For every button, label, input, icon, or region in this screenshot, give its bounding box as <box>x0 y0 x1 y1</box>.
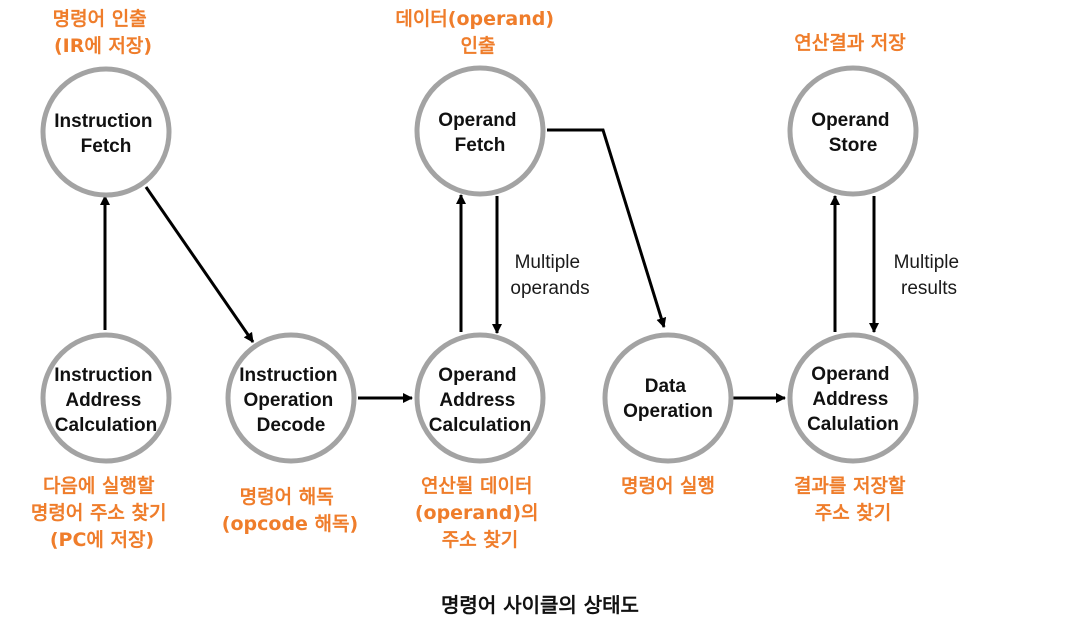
edges <box>100 128 879 403</box>
edge-note-multiple-results: Multiple results <box>894 252 965 299</box>
annotation-instruction-address-calculation: 다음에 실행할 명령어 주소 찾기 (PC에 저장) <box>31 474 173 551</box>
annotation-line: (IR에 저장) <box>54 35 152 57</box>
node-circle <box>414 332 546 464</box>
annotation-line: 명령어 인출 <box>53 8 147 30</box>
node-label-line: Address <box>65 390 141 411</box>
annotation-instruction-operation-decode: 명령어 해독 (opcode 해독) <box>222 486 358 535</box>
annotation-data-operation: 명령어 실행 <box>621 475 715 497</box>
node-operand-fetch: Operand Fetch <box>414 65 546 197</box>
edge-note-line: Multiple <box>894 252 959 273</box>
node-label-line: Operand <box>438 110 516 131</box>
node-instruction-operation-decode: Instruction Operation Decode <box>225 332 357 464</box>
node-label-line: Operation <box>623 401 713 422</box>
node-instruction-fetch: Instruction Fetch <box>40 66 172 198</box>
annotation-line: 연산될 데이터 <box>421 475 533 497</box>
node-label-line: Decode <box>257 415 326 436</box>
annotation-line: 명령어 실행 <box>621 475 715 497</box>
diagram-caption: 명령어 사이클의 상태도 <box>441 593 639 617</box>
node-label: Operand Store <box>811 110 894 156</box>
annotation-line: 다음에 실행할 <box>43 474 155 497</box>
annotation-operand-fetch: 데이터(operand) 인출 <box>395 8 560 57</box>
annotation-operand-address-calulation: 결과를 저장할 주소 찾기 <box>794 474 912 524</box>
node-circle <box>225 332 357 464</box>
node-label-line: Operand <box>811 364 889 385</box>
annotation-line: (PC에 저장) <box>50 529 154 551</box>
node-label-line: Calulation <box>807 414 899 435</box>
annotation-line: (opcode 해독) <box>222 513 358 535</box>
node-label: Data Operation <box>623 376 713 422</box>
node-label-line: Address <box>439 390 515 411</box>
node-label-line: Instruction <box>239 365 337 386</box>
annotation-line: 연산결과 저장 <box>794 32 906 54</box>
annotation-operand-address-calculation: 연산될 데이터 (operand)의 주소 찾기 <box>415 475 545 551</box>
node-operand-address-calulation: Operand Address Calulation <box>787 332 919 464</box>
node-circle <box>787 332 919 464</box>
annotation-operand-store: 연산결과 저장 <box>794 32 906 54</box>
node-label-line: Calculation <box>429 415 531 436</box>
edge-note-multiple-operands: Multiple operands <box>510 252 589 299</box>
annotation-line: 명령어 주소 찾기 <box>31 502 167 524</box>
node-circle <box>787 65 919 197</box>
node-label-line: Calculation <box>55 415 157 436</box>
annotation-line: 주소 찾기 <box>442 529 519 551</box>
node-instruction-address-calculation: Instruction Address Calculation <box>40 332 172 464</box>
node-label: Operand Address Calculation <box>429 365 531 436</box>
annotation-line: 데이터(operand) <box>395 8 554 30</box>
node-data-operation: Data Operation <box>602 332 734 464</box>
node-label-line: Operand <box>438 365 516 386</box>
node-label-line: Operation <box>243 390 333 411</box>
node-label: Instruction Operation Decode <box>239 365 342 436</box>
node-label-line: Instruction <box>54 111 152 132</box>
annotation-line: (operand)의 <box>415 502 539 524</box>
node-label: Operand Address Calulation <box>807 364 899 435</box>
node-operand-store: Operand Store <box>787 65 919 197</box>
node-label-line: Operand <box>811 110 889 131</box>
node-label-line: Fetch <box>455 135 506 156</box>
edge-note-line: operands <box>510 278 589 299</box>
node-label-line: Instruction <box>54 365 152 386</box>
edge-if-to-iod <box>144 186 255 343</box>
annotation-line: 주소 찾기 <box>815 502 892 524</box>
node-circle <box>414 65 546 197</box>
annotation-instruction-fetch: 명령어 인출 (IR에 저장) <box>53 8 154 57</box>
edge-note-line: Multiple <box>515 252 580 273</box>
node-label-line: Data <box>645 376 687 397</box>
annotation-line: 명령어 해독 <box>240 486 334 508</box>
node-label: Instruction Address Calculation <box>54 365 157 436</box>
node-label-line: Fetch <box>81 136 132 157</box>
annotation-line: 결과를 저장할 <box>794 474 906 497</box>
edge-note-line: results <box>901 278 957 299</box>
node-circle <box>40 332 172 464</box>
edge-of-to-do <box>547 128 667 328</box>
node-operand-address-calculation: Operand Address Calculation <box>414 332 546 464</box>
node-label-line: Address <box>812 389 888 410</box>
node-circle <box>40 66 172 198</box>
node-circle <box>602 332 734 464</box>
node-label-line: Store <box>829 135 878 156</box>
annotation-line: 인출 <box>461 35 496 57</box>
node-label: Operand Fetch <box>438 110 521 156</box>
node-label: Instruction Fetch <box>54 111 157 157</box>
